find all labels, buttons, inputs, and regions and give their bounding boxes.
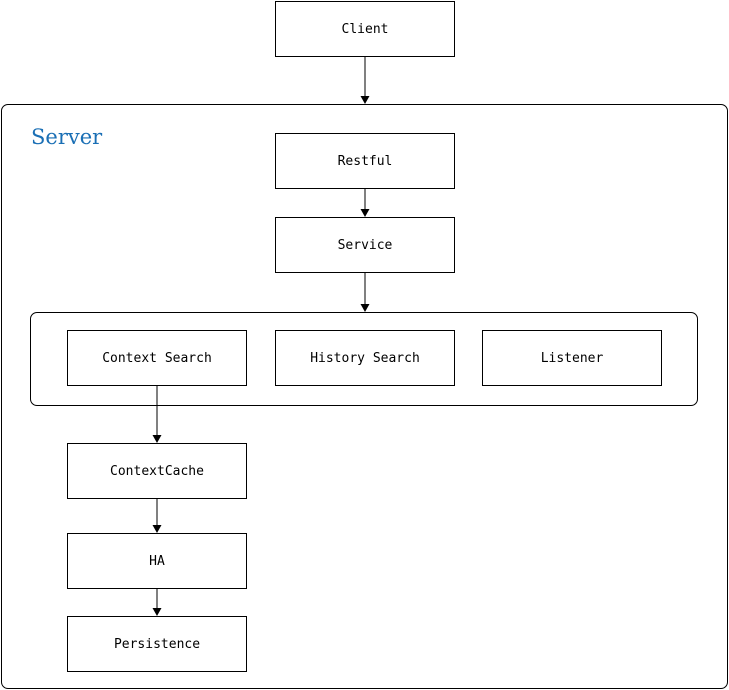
client-box: Client (275, 1, 455, 57)
context-cache-box: ContextCache (67, 443, 247, 499)
history-search-box: History Search (275, 330, 455, 386)
service-box: Service (275, 217, 455, 273)
server-container (1, 104, 728, 689)
restful-box: Restful (275, 133, 455, 189)
search-group-container (30, 312, 698, 406)
listener-box: Listener (482, 330, 662, 386)
server-title: Server (31, 125, 103, 149)
context-search-box: Context Search (67, 330, 247, 386)
ha-box: HA (67, 533, 247, 589)
persistence-box: Persistence (67, 616, 247, 672)
